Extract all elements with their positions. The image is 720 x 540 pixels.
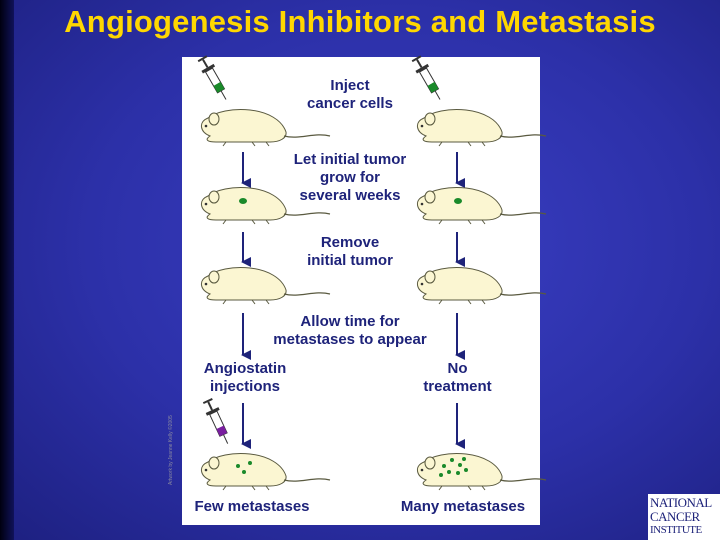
mouse-right-3: [416, 266, 547, 305]
left-edge-bar: [0, 0, 14, 540]
tumor-left: [239, 198, 247, 204]
nci-logo-line1: NATIONAL: [650, 495, 712, 510]
mouse-left-4: [200, 452, 331, 491]
mouse-right-4: [416, 452, 547, 491]
step-remove-label: Remove initial tumor: [307, 234, 393, 269]
syringe-angiostatin: [200, 396, 235, 448]
step-allow-label: Allow time for metastases to appear: [273, 313, 427, 348]
mouse-right-1: [416, 108, 547, 147]
tumor-right: [454, 198, 462, 204]
artwork-credit: Artwork by Jeanne Kelly ©2005: [168, 415, 174, 485]
mouse-left-3: [200, 266, 331, 305]
slide-title: Angiogenesis Inhibitors and Metastasis: [64, 4, 656, 39]
mouse-left-1: [200, 108, 331, 147]
step-inject-label: Inject cancer cells: [307, 77, 393, 112]
syringe-left-1: [195, 53, 233, 104]
step-grow-label: Let initial tumor grow for several weeks: [293, 151, 407, 204]
outcome-few-label: Few metastases: [194, 498, 310, 515]
branch-no-treatment-label: No treatment: [423, 360, 492, 395]
nci-logo-line2: CANCER: [650, 509, 700, 524]
few-metastases-dots: [236, 461, 252, 474]
nci-logo: NATIONAL CANCER INSTITUTE: [648, 494, 720, 540]
nci-logo-line3: INSTITUTE: [650, 524, 702, 536]
outcome-many-label: Many metastases: [400, 498, 526, 515]
many-metastases-dots: [439, 457, 468, 477]
mouse-right-2: [416, 186, 547, 225]
syringe-right-1: [409, 53, 447, 104]
branch-angiostatin-label: Angiostatin injections: [203, 360, 287, 395]
